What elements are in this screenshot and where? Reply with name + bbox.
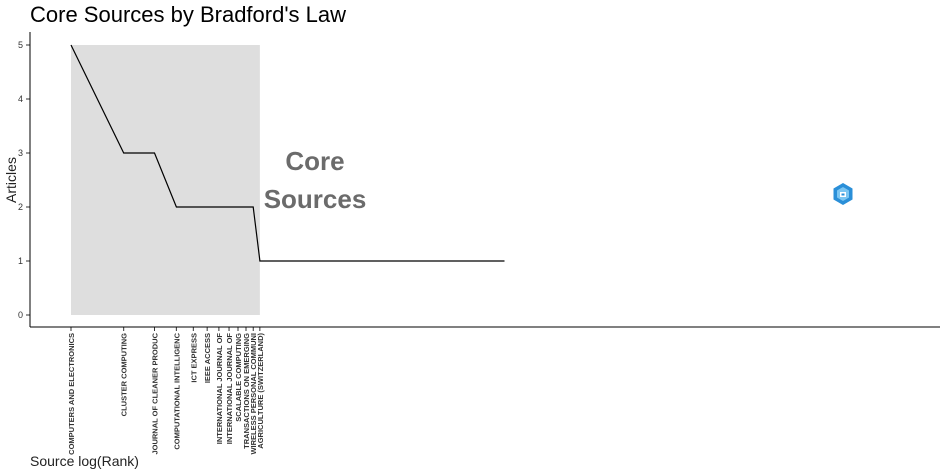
x-tick-label: JOURNAL OF CLEANER PRODUC <box>150 332 159 454</box>
x-axis-ticks: COMPUTERS AND ELECTRONICS CLUSTER COMPUTI… <box>67 327 265 455</box>
x-tick-label: CLUSTER COMPUTING <box>120 333 129 416</box>
y-tick-label: 3 <box>18 148 23 158</box>
articles-series-line <box>70 44 505 262</box>
x-tick-label: ICT EXPRESS <box>189 333 198 383</box>
x-tick-label: IEEE ACCESS <box>203 333 212 383</box>
x-tick-label: INTERNATIONAL JOURNAL OF <box>215 333 224 445</box>
y-tick-label: 4 <box>18 94 23 104</box>
y-tick-label: 0 <box>18 310 23 320</box>
chart-title: Core Sources by Bradford's Law <box>30 2 346 27</box>
y-tick-label: 5 <box>18 40 23 50</box>
x-tick-label: WIRELESS PERSONAL COMMUNI <box>249 333 258 455</box>
x-tick-label: COMPUTERS AND ELECTRONICS <box>67 333 76 455</box>
x-tick-label: COMPUTATIONAL INTELLIGENC <box>172 332 181 449</box>
bibliometrix-hexagon-icon <box>833 183 853 205</box>
y-axis-ticks: 0 1 2 3 4 5 <box>18 40 30 320</box>
x-tick-label: AGRICULTURE (SWITZERLAND) <box>256 333 265 449</box>
core-label-line1: Core <box>285 146 344 176</box>
x-tick-label: SCALABLE COMPUTING <box>234 333 243 422</box>
core-label-line2: Sources <box>264 184 367 214</box>
y-axis-title: Articles <box>3 157 19 203</box>
x-axis-title: Source log(Rank) <box>30 453 139 469</box>
x-tick-label: INTERNATIONAL JOURNAL OF <box>225 333 234 445</box>
x-tick-label: TRANSACTIONS ON EMERGING <box>242 333 251 449</box>
y-tick-label: 2 <box>18 202 23 212</box>
y-tick-label: 1 <box>18 256 23 266</box>
